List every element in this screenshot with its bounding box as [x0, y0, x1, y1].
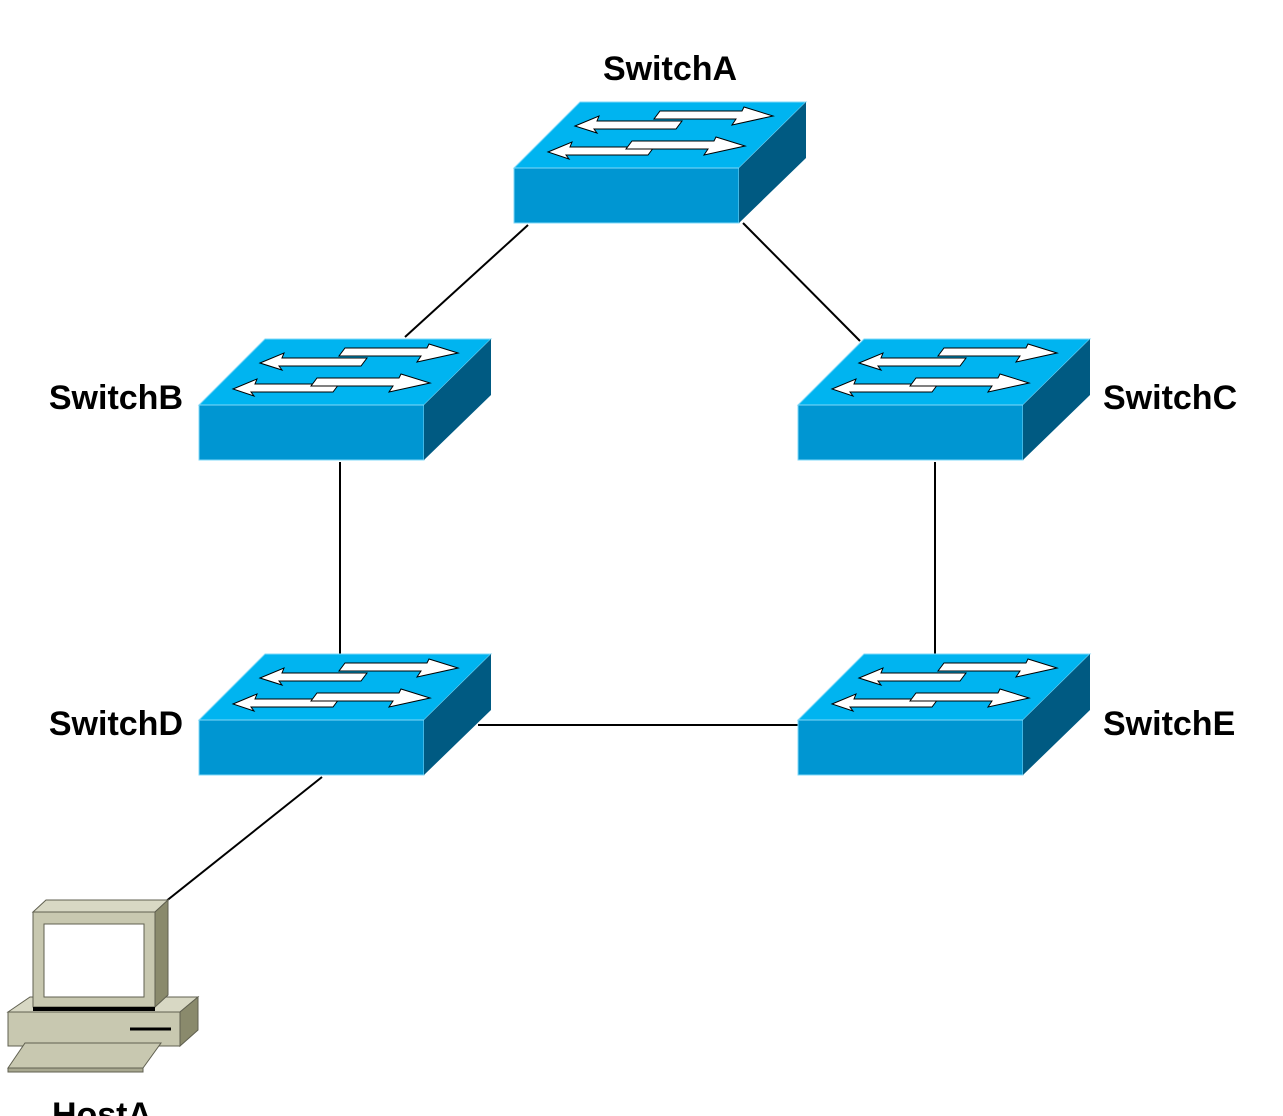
switch-c-icon[interactable] [797, 338, 1091, 461]
link-switcha-switchc [742, 222, 861, 342]
pc-icon[interactable] [6, 898, 200, 1073]
switch-a-icon[interactable] [513, 101, 807, 224]
switch-e-label: SwitchE [1103, 705, 1235, 743]
switch-e-icon[interactable] [797, 653, 1091, 776]
switch-b-icon[interactable] [198, 338, 492, 461]
host-a-label: HostA [52, 1096, 152, 1116]
link-switchd-hosta [164, 776, 323, 903]
switch-d-label: SwitchD [49, 705, 183, 743]
link-switcha-switchb [404, 224, 529, 338]
switch-b-label: SwitchB [49, 379, 183, 417]
switch-a-label: SwitchA [603, 50, 737, 88]
switch-c-label: SwitchC [1103, 379, 1237, 417]
switch-d-icon[interactable] [198, 653, 492, 776]
